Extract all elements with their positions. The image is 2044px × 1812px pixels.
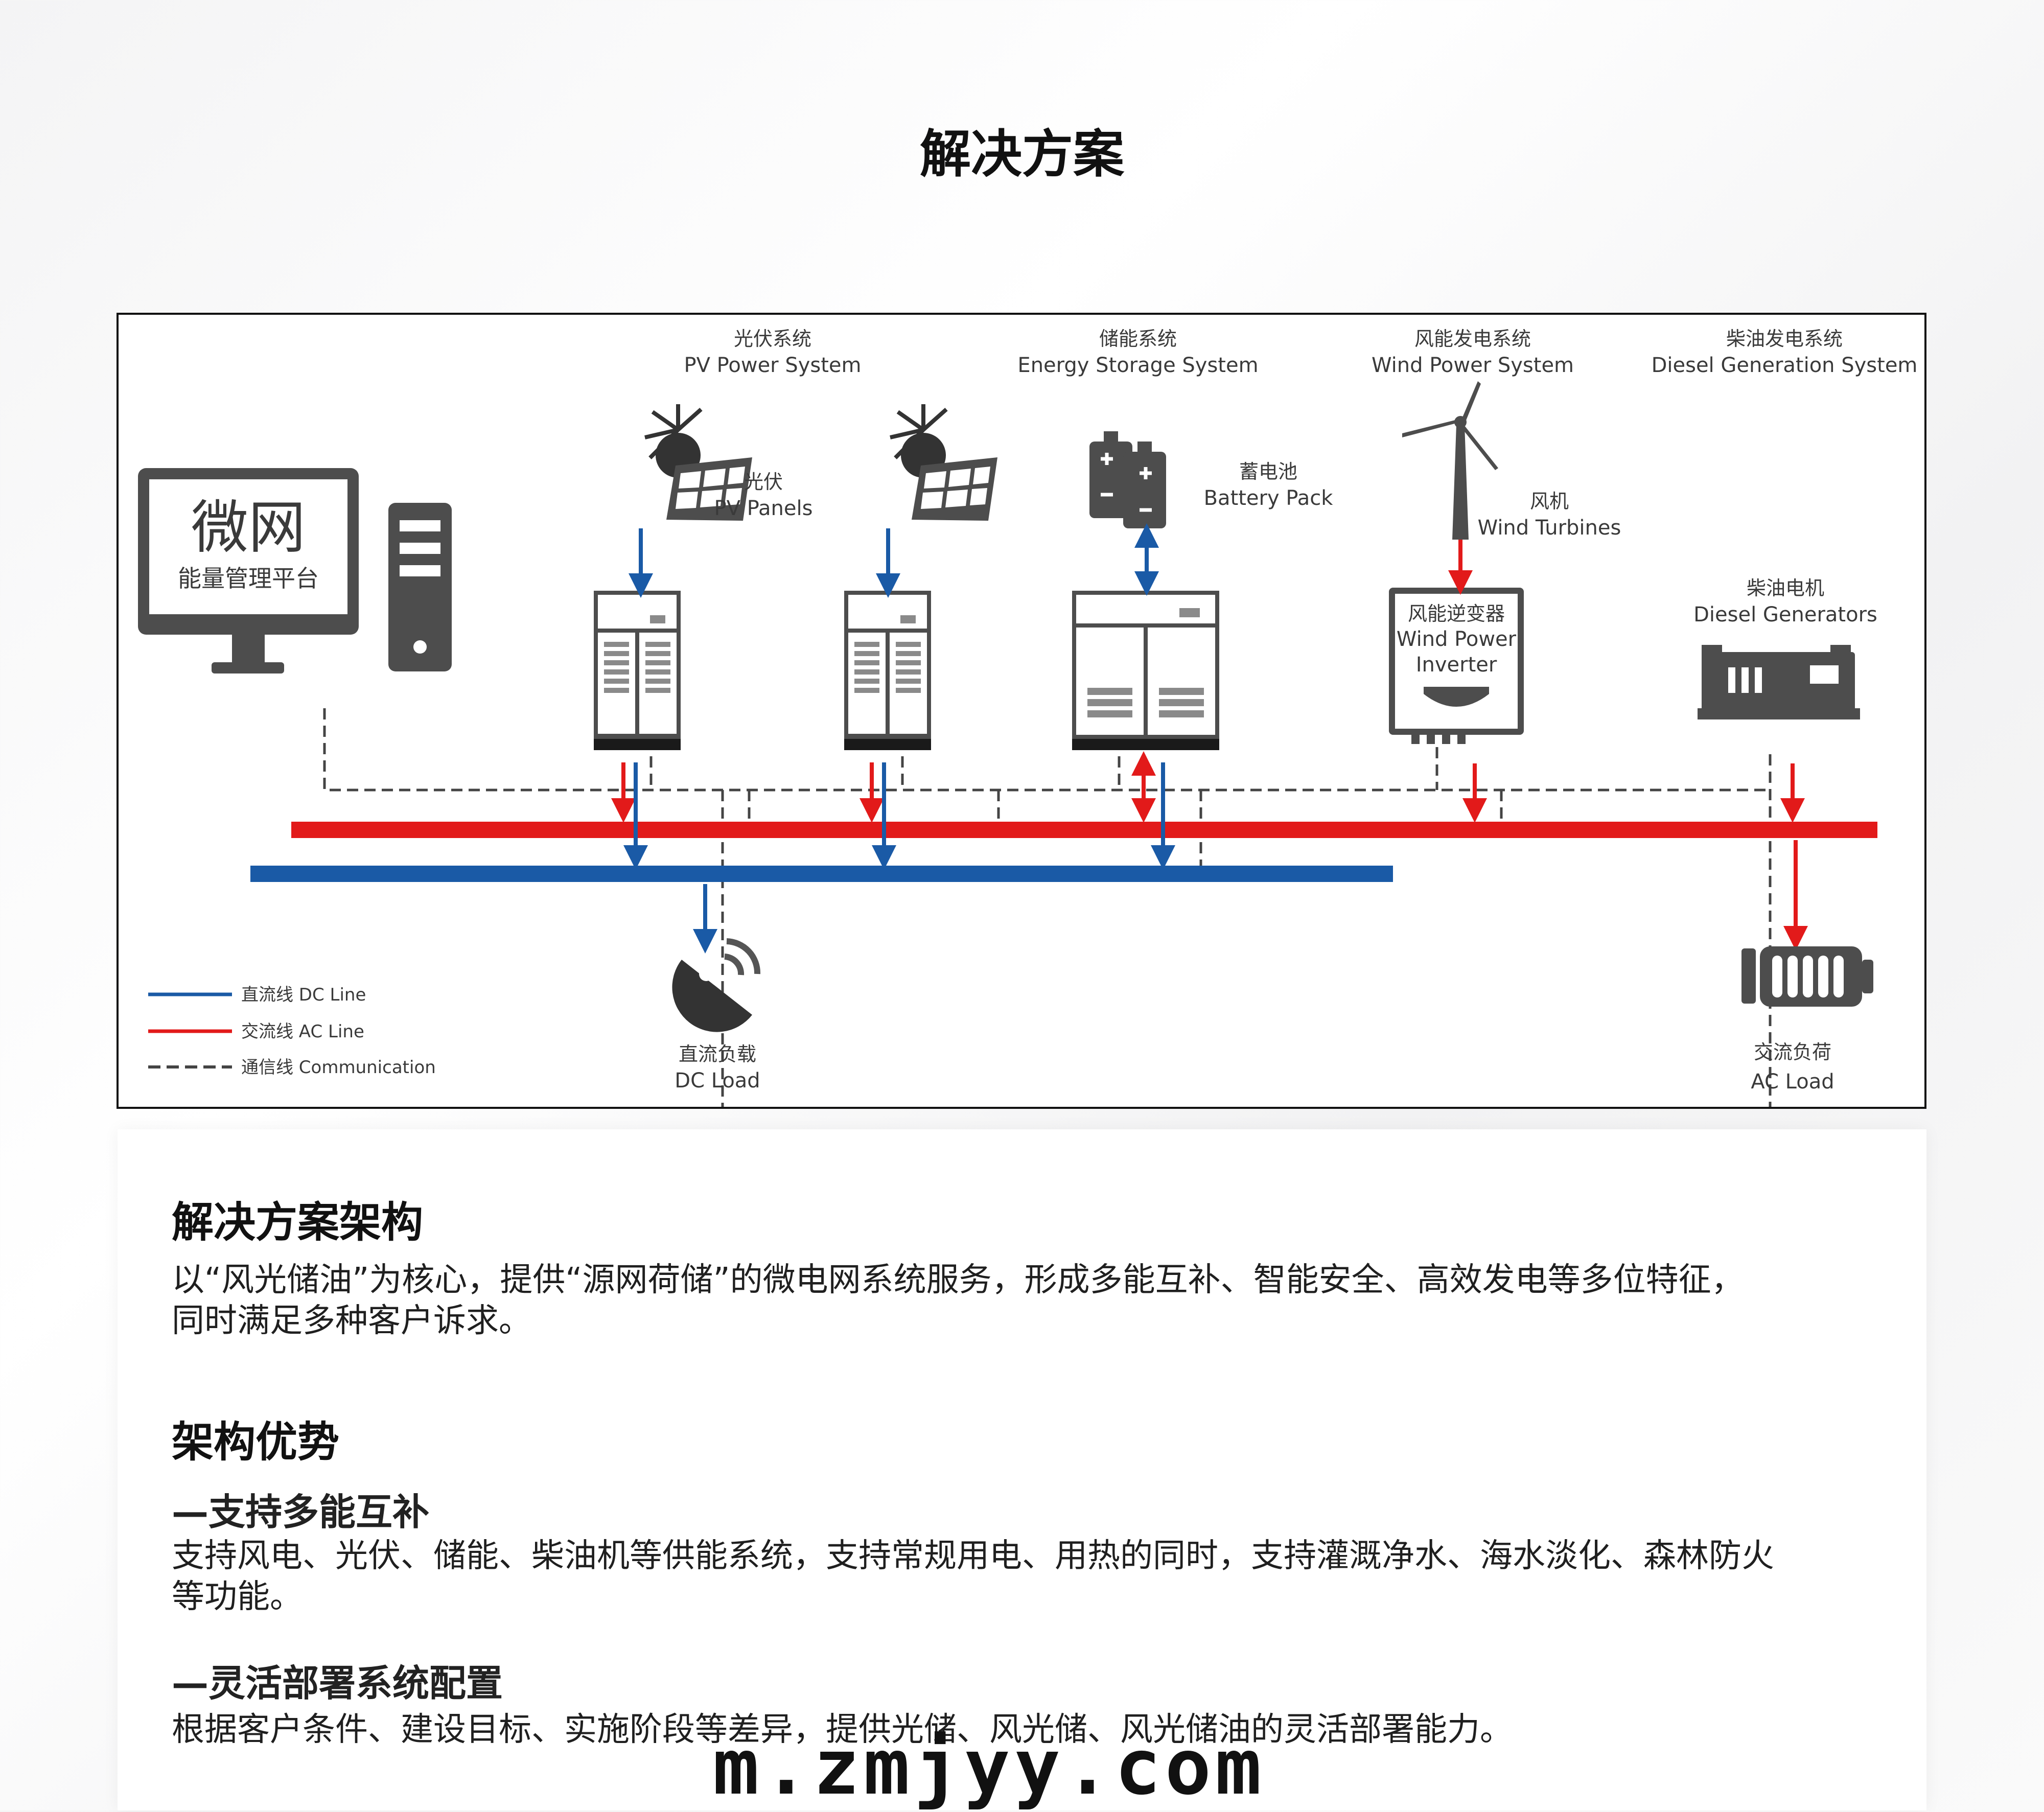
pv-system-en: PV Power System — [684, 354, 861, 377]
diesel-gen-en: Diesel Generators — [1693, 603, 1877, 626]
wind-inverter-icon — [1389, 588, 1524, 744]
battery-cn: 蓄电池 — [1239, 460, 1297, 483]
pv-panels-cn: 光伏 — [744, 471, 783, 493]
pv-converter-icon — [844, 591, 931, 750]
monitor-subtitle: 能量管理平台 — [178, 565, 319, 592]
pv-panels-en: PV Panels — [714, 497, 813, 520]
advantage-body-multi-energy-line1: 支持风电、光伏、储能、柴油机等供能系统，支持常规用电、用热的同时，支持灌溉净水、… — [172, 1537, 1774, 1575]
battery-icon — [1089, 431, 1166, 528]
wind-inverter-line1: 风能逆变器 — [1408, 602, 1505, 625]
content-card: 解决方案架构 以“风光储油”为核心，提供“源网荷储”的微电网系统服务，形成多能互… — [118, 1129, 1926, 1810]
communication-lines — [323, 708, 1772, 1107]
diesel-generator-icon — [1698, 645, 1860, 719]
dc-load-icon — [672, 938, 761, 1032]
pv-converter-icon — [594, 591, 681, 750]
legend-ac-label: 交流线 AC Line — [241, 1021, 364, 1042]
dc-load-cn: 直流负载 — [679, 1043, 756, 1065]
dc-load-en: DC Load — [675, 1069, 760, 1093]
solar-panel-icon — [644, 404, 752, 521]
microgrid-diagram: 光伏系统 PV Power System 储能系统 Energy Storage… — [117, 313, 1926, 1109]
battery-en: Battery Pack — [1204, 486, 1334, 510]
monitor-title: 微网 — [191, 495, 306, 561]
ac-load-icon — [1741, 946, 1873, 1007]
wind-inverter-line2: Wind Power — [1397, 628, 1517, 651]
advantage-title-multi-energy: —支持多能互补 — [172, 1491, 430, 1534]
section-body-architecture-line1: 以“风光储油”为核心，提供“源网荷储”的微电网系统服务，形成多能互补、智能安全、… — [172, 1261, 1744, 1299]
ac-load-en: AC Load — [1751, 1070, 1834, 1094]
legend-dc-label: 直流线 DC Line — [241, 985, 366, 1005]
diesel-gen-cn: 柴油电机 — [1747, 577, 1824, 599]
advantage-title-flexible-deploy: —灵活部署系统配置 — [172, 1662, 503, 1705]
storage-system-cn: 储能系统 — [1099, 328, 1177, 350]
page-title: 解决方案 — [920, 124, 1124, 184]
wind-turbines-en: Wind Turbines — [1478, 516, 1621, 540]
advantage-body-flexible-deploy: 根据客户条件、建设目标、实施阶段等差异，提供光储、风光储、风光储油的灵活部署能力… — [172, 1711, 1513, 1749]
section-heading-advantages: 架构优势 — [172, 1418, 340, 1467]
section-heading-architecture: 解决方案架构 — [172, 1198, 424, 1247]
wind-turbines-cn: 风机 — [1530, 490, 1569, 513]
ac-bus — [291, 822, 1877, 838]
advantage-body-multi-energy-line2: 等功能。 — [172, 1578, 303, 1616]
watermark: m.zmjyy.com — [713, 1723, 1266, 1812]
wind-inverter-line3: Inverter — [1416, 653, 1497, 677]
solar-panel-icon — [890, 404, 997, 521]
storage-converter-icon — [1072, 591, 1219, 750]
wind-system-en: Wind Power System — [1372, 354, 1574, 377]
legend-comm-label: 通信线 Communication — [241, 1057, 436, 1078]
monitor-icon — [138, 468, 452, 673]
diesel-system-en: Diesel Generation System — [1652, 354, 1918, 377]
pv-system-cn: 光伏系统 — [734, 328, 811, 350]
dc-bus — [250, 866, 1393, 882]
diesel-system-cn: 柴油发电系统 — [1726, 328, 1843, 350]
section-body-architecture-line2: 同时满足多种客户诉求。 — [172, 1302, 531, 1340]
ac-load-cn: 交流负荷 — [1754, 1041, 1831, 1063]
wind-turbine-icon — [1402, 381, 1498, 540]
wind-system-cn: 风能发电系统 — [1414, 328, 1531, 350]
storage-system-en: Energy Storage System — [1017, 354, 1258, 377]
